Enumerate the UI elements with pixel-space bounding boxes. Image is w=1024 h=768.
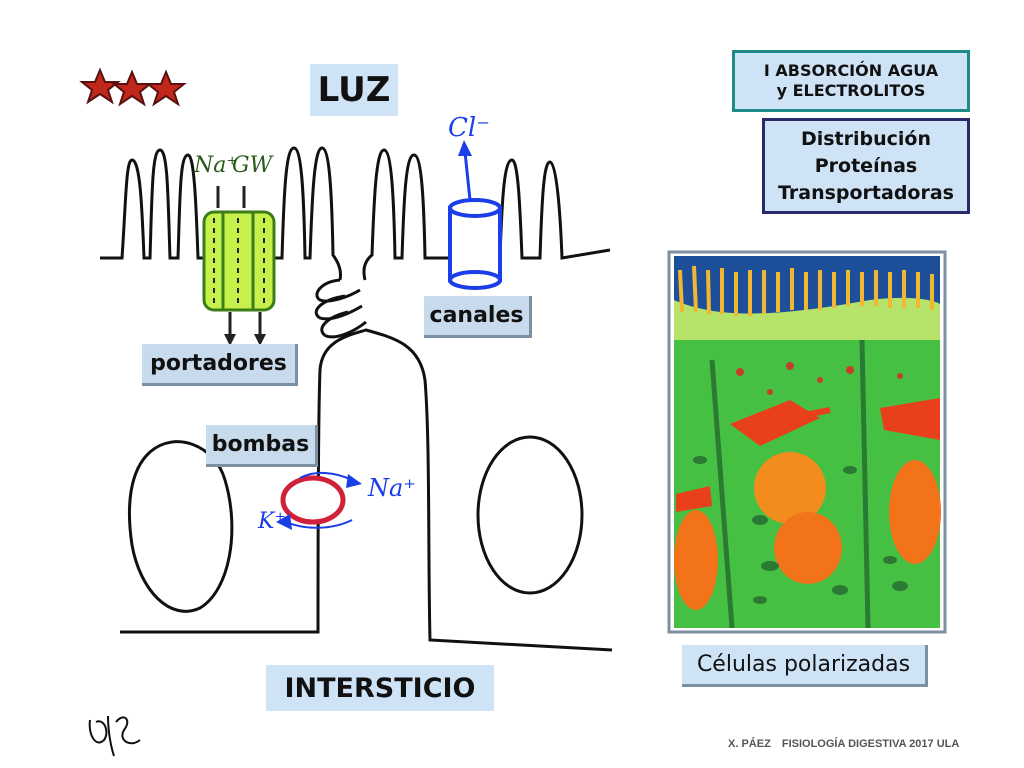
lumen-title: LUZ (310, 64, 398, 116)
chloride-channel (448, 140, 502, 290)
absorption-box: I ABSORCIÓN AGUA y ELECTROLITOS (732, 50, 970, 112)
footer: X. PÁEZ FISIOLOGÍA DIGESTIVA 2017 ULA (728, 738, 1018, 750)
absorption-line-1: I ABSORCIÓN AGUA (763, 61, 939, 80)
absorption-line-2: y ELECTROLITOS (776, 81, 926, 100)
footer-author: X. PÁEZ (728, 738, 771, 750)
footer-course: FISIOLOGÍA DIGESTIVA 2017 ULA (781, 738, 960, 750)
signature-mark (88, 715, 141, 757)
gw-label: GW (232, 153, 275, 178)
carrier-protein (202, 186, 276, 346)
tight-junction (314, 278, 367, 339)
na-k-pump (276, 472, 362, 530)
carriers-label: portadores (142, 344, 298, 386)
left-nucleus (127, 440, 234, 613)
distribution-line-3: Transportadoras (778, 181, 954, 204)
stars-icon (79, 67, 187, 107)
k-label-pump: K⁺ (257, 509, 286, 534)
distribution-line-2: Proteínas (814, 154, 918, 177)
distribution-line-1: Distribución (800, 127, 932, 150)
polarized-cells-label: Células polarizadas (682, 645, 928, 687)
cl-label: Cl⁻ (448, 113, 490, 143)
right-nucleus (476, 435, 584, 595)
na-label-top: Na⁺ (193, 153, 238, 178)
channels-label: canales (424, 296, 532, 338)
apical-membrane (100, 146, 611, 281)
interstitium-title: INTERSTICIO (266, 665, 494, 711)
na-label-pump: Na⁺ (367, 474, 416, 502)
pumps-label: bombas (206, 425, 318, 467)
polarized-cells-image (667, 250, 947, 634)
distribution-box: Distribución Proteínas Transportadoras (762, 118, 970, 214)
